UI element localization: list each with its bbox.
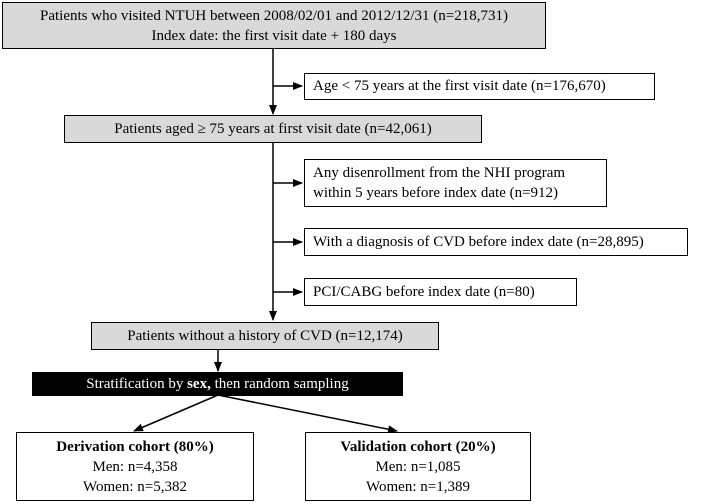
stratification-prefix: Stratification by — [86, 376, 188, 392]
visited-line1: Patients who visited NTUH between 2008/0… — [40, 8, 508, 24]
aged-ge-75-text: Patients aged ≥ 75 years at first visit … — [114, 121, 432, 137]
disenrollment-line1: Any disenrollment from the NHI program — [313, 165, 566, 181]
cvd-diagnosis-box: With a diagnosis of CVD before index dat… — [304, 228, 688, 256]
pci-cabg-text: PCI/CABG before index date (n=80) — [313, 284, 535, 300]
age-lt-75-box: Age < 75 years at the first visit date (… — [304, 73, 655, 100]
disenrollment-box: Any disenrollment from the NHI program w… — [304, 159, 607, 207]
no-cvd-box: Patients without a history of CVD (n=12,… — [91, 322, 439, 350]
arrow-to-derivation — [133, 394, 219, 432]
validation-women: Women: n=1,389 — [366, 479, 470, 495]
stratification-suffix: then random sampling — [210, 376, 349, 392]
aged-ge-75-box: Patients aged ≥ 75 years at first visit … — [64, 115, 482, 143]
pci-cabg-box: PCI/CABG before index date (n=80) — [304, 278, 577, 306]
validation-title: Validation cohort (20%) — [340, 439, 496, 455]
age-lt-75-text: Age < 75 years at the first visit date (… — [313, 78, 606, 94]
validation-men: Men: n=1,085 — [375, 459, 461, 475]
cvd-diagnosis-text: With a diagnosis of CVD before index dat… — [313, 234, 644, 250]
derivation-men: Men: n=4,358 — [92, 459, 178, 475]
validation-cohort-box: Validation cohort (20%) Men: n=1,085 Wom… — [305, 432, 531, 501]
visited-line2: Index date: the first visit date + 180 d… — [151, 28, 397, 44]
stratification-text: Stratification by sex, then random sampl… — [32, 374, 403, 394]
derivation-cohort-box: Derivation cohort (80%) Men: n=4,358 Wom… — [16, 432, 254, 501]
derivation-women: Women: n=5,382 — [83, 479, 187, 495]
stratification-box: Stratification by sex, then random sampl… — [32, 372, 403, 396]
stratification-bold: sex, — [187, 376, 211, 392]
derivation-title: Derivation cohort (80%) — [56, 439, 214, 455]
no-cvd-text: Patients without a history of CVD (n=12,… — [127, 328, 403, 344]
visited-box: Patients who visited NTUH between 2008/0… — [2, 2, 546, 49]
arrow-to-validation — [217, 394, 398, 434]
disenrollment-line2: within 5 years before index date (n=912) — [313, 185, 559, 201]
